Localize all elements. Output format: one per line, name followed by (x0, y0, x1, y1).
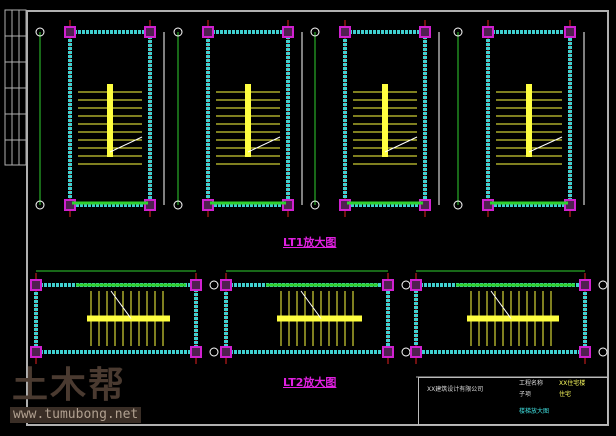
handrail (107, 84, 113, 157)
column (419, 199, 431, 211)
column (202, 199, 214, 211)
axis-bubble (453, 27, 463, 37)
subitem-label: 子项 (519, 391, 532, 398)
axis-bubble (173, 27, 183, 37)
column (282, 199, 294, 211)
axis-bubble (35, 27, 45, 37)
column (64, 26, 76, 38)
stair-direction-arrow (490, 290, 512, 319)
stair-direction-arrow (384, 136, 418, 153)
handrail (382, 84, 388, 157)
project-label: 工程名称 (519, 380, 544, 387)
column (410, 279, 422, 291)
handrail (277, 315, 362, 322)
title-block: XX建筑设计有限公司 工程名称 XX住宅楼 子项 住宅 楼梯放大图 (418, 377, 608, 425)
stair-direction-arrow (528, 136, 563, 153)
company-name: XX建筑设计有限公司 (427, 386, 484, 393)
axis-bubble (401, 347, 411, 357)
handrail (245, 84, 251, 157)
axis-bubble (310, 27, 320, 37)
axis-bubble (598, 280, 608, 290)
stair-wall (486, 30, 572, 207)
column (144, 26, 156, 38)
column (419, 26, 431, 38)
handrail (526, 84, 532, 157)
lt2-plan-title: LT2放大图 (283, 376, 337, 389)
column (382, 346, 394, 358)
column (220, 346, 232, 358)
subitem-value: 住宅 (559, 391, 572, 398)
stair-direction-arrow (110, 290, 132, 319)
column (202, 26, 214, 38)
stair-wall (68, 30, 152, 207)
column (482, 199, 494, 211)
column (190, 279, 202, 291)
column (64, 199, 76, 211)
column (339, 26, 351, 38)
drawing-name: 楼梯放大图 (519, 408, 550, 415)
stair-wall (206, 30, 290, 207)
watermark-url: www.tumubong.net (10, 407, 142, 423)
handrail (87, 315, 170, 322)
column (564, 26, 576, 38)
axis-bubble (401, 280, 411, 290)
column (30, 346, 42, 358)
axis-bubble (173, 200, 183, 210)
axis-bubble (35, 200, 45, 210)
column (220, 279, 232, 291)
column (30, 279, 42, 291)
stair-direction-arrow (300, 290, 322, 319)
watermark-logo: 土木帮 (12, 365, 127, 406)
column (482, 26, 494, 38)
drawing-frame (26, 10, 609, 426)
axis-bubble (598, 347, 608, 357)
stair-wall (343, 30, 427, 207)
handrail (467, 315, 559, 322)
stair-direction-arrow (247, 136, 281, 153)
axis-bubble (209, 347, 219, 357)
column (190, 346, 202, 358)
column (382, 279, 394, 291)
column (564, 199, 576, 211)
column (144, 199, 156, 211)
column (410, 346, 422, 358)
stair-direction-arrow (109, 136, 143, 153)
lt1-plan-title: LT1放大图 (283, 236, 337, 249)
axis-bubble (209, 280, 219, 290)
axis-bubble (310, 200, 320, 210)
column (339, 199, 351, 211)
column (282, 26, 294, 38)
project-value: XX住宅楼 (559, 380, 586, 387)
axis-bubble (453, 200, 463, 210)
column (579, 346, 591, 358)
column (579, 279, 591, 291)
